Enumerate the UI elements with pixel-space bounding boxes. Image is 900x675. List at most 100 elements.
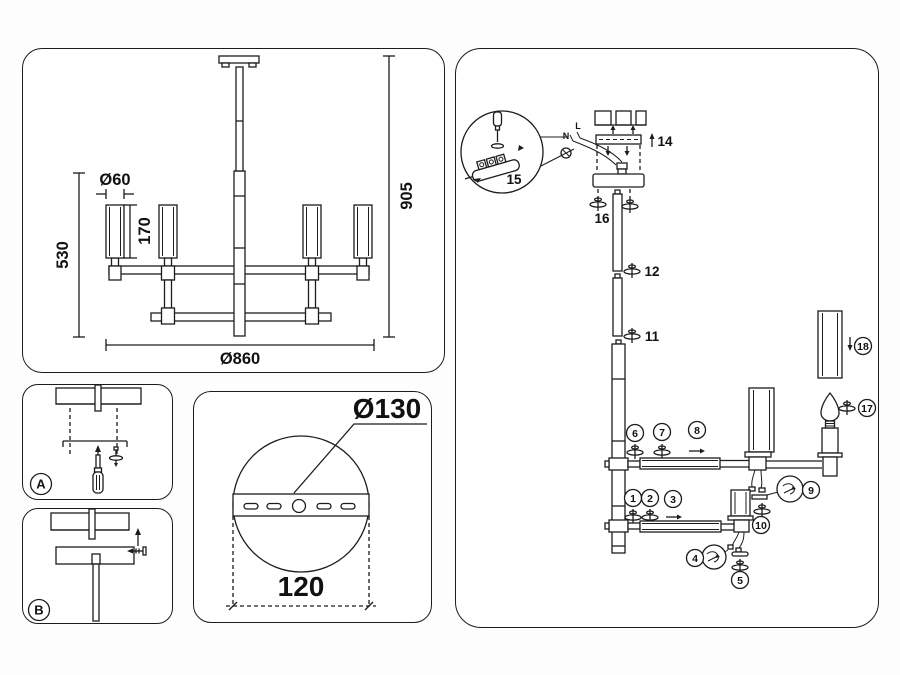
shade-junction	[748, 456, 767, 471]
lower-arm-hub	[608, 519, 629, 533]
wire-neutral-label: N	[563, 131, 570, 141]
part-18-callout: 18	[847, 336, 873, 356]
shade	[105, 204, 125, 259]
step-b-drawing: B	[27, 509, 147, 622]
part-5-callout: 5	[730, 551, 750, 590]
lower-shade	[727, 489, 754, 533]
assembly-drawing: 14 N L	[460, 110, 877, 590]
dim-shade-height: 170	[123, 204, 154, 259]
step-a-drawing: A	[29, 385, 142, 496]
step-a-badge: A	[29, 472, 53, 496]
screwdriver-icon	[490, 111, 505, 149]
chandelier-front-view: 905 530 Ø60 170	[54, 55, 416, 368]
part-8-label: 8	[694, 425, 700, 437]
upper-shade	[744, 387, 775, 471]
canopy	[55, 546, 135, 622]
dim-span-diameter-label: Ø860	[220, 350, 260, 368]
mounting-slot	[340, 502, 356, 510]
ceiling-hatch	[594, 110, 647, 126]
shade	[158, 204, 178, 259]
mounting-slot	[243, 502, 259, 510]
dim-hole-spacing-label: 120	[278, 571, 325, 602]
ceiling-plate-detail-panel: Ø130 120	[193, 391, 432, 623]
dim-body-height-label: 530	[54, 241, 72, 269]
exploded-assembly-panel: 14 N L	[455, 48, 879, 628]
stem-rod-lower	[612, 273, 623, 337]
step-b-badge: B	[27, 598, 51, 622]
dim-total-height-label: 905	[398, 182, 416, 210]
mounting-step-a-panel: A	[22, 384, 173, 500]
ceiling-plate	[218, 55, 260, 64]
part-15-label: 15	[506, 172, 522, 187]
part-4-label: 4	[692, 553, 698, 565]
lower-arm	[627, 520, 734, 533]
part-7-label: 7	[659, 427, 665, 439]
shade	[353, 204, 373, 259]
shade	[302, 204, 322, 259]
dim-shade-height-label: 170	[136, 217, 154, 245]
plate-detail-drawing: Ø130 120	[226, 393, 427, 611]
stem-rod	[92, 563, 100, 622]
part-14-callout: 14	[649, 133, 673, 149]
lower-junction-wires	[722, 531, 745, 554]
part-17-label: 17	[861, 403, 873, 415]
mounting-step-b-panel: B	[22, 508, 173, 624]
part-17-callout: 17	[838, 398, 877, 418]
wire-live-label: L	[575, 121, 581, 131]
part-9-label: 9	[808, 485, 814, 497]
dim-plate-diameter-label: Ø130	[353, 393, 422, 424]
terminal-block-callout: 15	[460, 110, 575, 194]
part-3-callout: 3	[663, 489, 683, 520]
dim-shade-diameter: Ø60	[96, 171, 134, 199]
lamp-shades	[105, 204, 373, 259]
canopy-nuts: 16	[589, 189, 639, 226]
dim-plate-diameter: Ø130	[293, 393, 427, 494]
step-b-label: B	[34, 603, 43, 618]
shade-stems	[108, 257, 370, 325]
screwdriver-icon	[92, 445, 104, 494]
up-arrow	[135, 528, 141, 546]
upper-arm-hub	[608, 457, 629, 471]
washer	[731, 551, 749, 557]
part-6-label: 6	[632, 428, 638, 440]
side-screw-icon	[127, 546, 147, 556]
dim-shade-diameter-label: Ø60	[99, 171, 130, 189]
front-view-panel: 905 530 Ø60 170	[22, 48, 445, 373]
shade-18	[817, 310, 843, 379]
mounting-bracket	[595, 125, 642, 156]
hanging-rod	[88, 509, 96, 540]
ceiling-hatch	[50, 509, 130, 540]
part-9-callout: 9	[776, 475, 821, 503]
part-4-callout: 4	[685, 544, 727, 570]
upper-junction-wires	[748, 469, 779, 500]
part-16-label: 16	[594, 211, 610, 226]
part-12-label: 12	[644, 264, 659, 279]
step-a-label: A	[36, 477, 46, 492]
candle-bulb	[820, 391, 840, 429]
dim-body-height: 530	[54, 172, 85, 338]
part-10-label: 10	[755, 520, 767, 532]
part-1-label: 1	[630, 493, 636, 505]
part-18-label: 18	[857, 341, 869, 353]
lamp-socket	[817, 427, 843, 477]
dim-total-height: 905	[383, 55, 416, 338]
part-11-label: 11	[645, 329, 660, 344]
center-hole	[291, 498, 307, 514]
dim-hole-spacing: 120	[226, 516, 376, 611]
stem-rod-upper	[612, 189, 623, 272]
shade-junction	[733, 519, 750, 533]
center-column	[604, 339, 629, 554]
part-12-callout: 12	[623, 262, 660, 279]
part-3-label: 3	[670, 494, 676, 506]
part-14-label: 14	[657, 134, 673, 149]
center-column	[218, 55, 260, 337]
part-7-callout: 7	[652, 422, 672, 460]
hanging-rod	[94, 385, 102, 412]
ceiling-hatch	[55, 385, 142, 412]
part-1-callout: 1	[623, 488, 643, 525]
part-6-callout: 6	[625, 423, 645, 460]
part-10-callout: 10	[751, 502, 771, 535]
mounting-strip	[232, 493, 370, 517]
dim-span-diameter: Ø860	[105, 339, 375, 368]
